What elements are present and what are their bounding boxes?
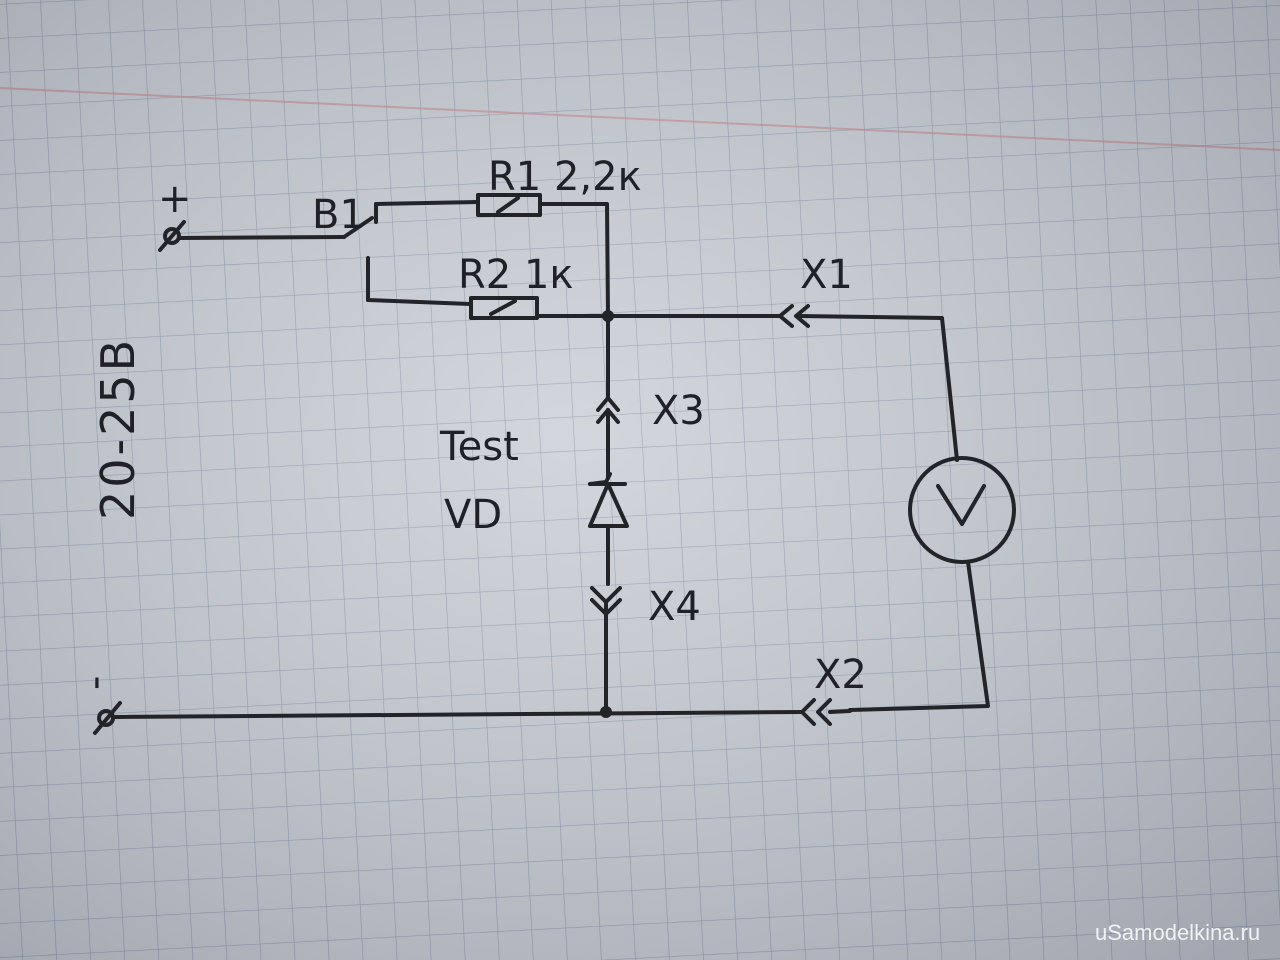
connector-x1: X1: [778, 252, 959, 462]
connector-x2: X2: [800, 652, 867, 726]
connector-x2-label: X2: [814, 652, 867, 698]
plus-label: +: [158, 176, 192, 222]
resistor-r2-label: R2 1к: [458, 252, 574, 298]
resistor-r2: R2 1к: [366, 252, 610, 320]
connector-x4: X4: [590, 584, 701, 714]
connector-x4-label: X4: [648, 584, 701, 630]
switch-b1: В1: [177, 192, 378, 302]
plus-terminal: +: [158, 176, 192, 252]
switch-label: В1: [312, 192, 365, 238]
minus-terminal: -: [72, 676, 122, 735]
resistor-r1: R1 2,2к: [374, 154, 642, 318]
connector-x3-label: X3: [652, 388, 705, 434]
vd-label: VD: [444, 492, 502, 538]
resistor-r1-label: R1 2,2к: [488, 154, 642, 200]
test-label: Test: [439, 424, 519, 470]
minus-label: -: [72, 676, 118, 690]
voltage-label: 20-25В: [91, 337, 145, 520]
connector-x3: X3: [596, 388, 705, 480]
zener-diode: [588, 472, 629, 586]
site-watermark: uSamodelkina.ru: [1095, 920, 1260, 945]
voltmeter: V: [848, 456, 1016, 712]
test-branch: X3 X4: [588, 314, 705, 714]
connector-x1-label: X1: [800, 252, 853, 298]
